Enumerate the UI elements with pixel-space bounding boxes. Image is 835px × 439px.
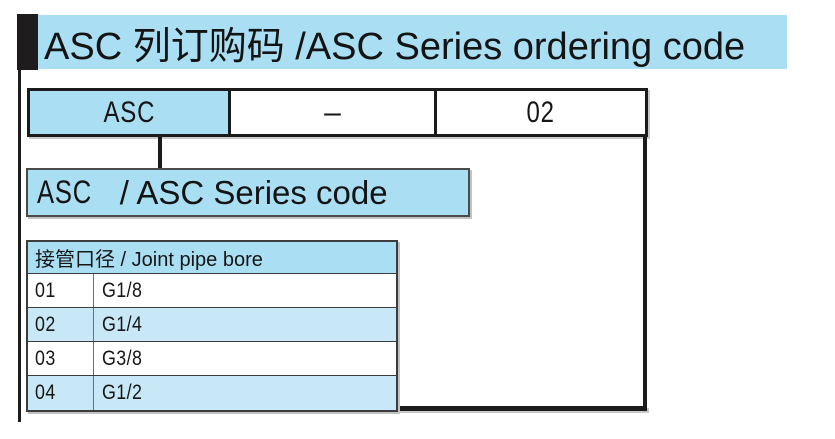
bore-value-cell: G3/8 [94,342,396,375]
code-cell-separator: – [231,91,437,134]
leader-line-series [158,137,162,169]
series-code-label: ASC / ASC Series code [26,168,470,217]
bore-value-cell: G1/8 [94,274,396,307]
section-title-band [17,15,787,69]
bore-value-text: G1/2 [102,381,143,404]
code-separator-text: – [324,95,341,129]
bore-code-cell: 01 [28,274,94,307]
code-cell-series: ASC [30,91,231,134]
code-bore-text: 02 [526,95,556,129]
joint-pipe-bore-table: 接管口径 / Joint pipe bore 01 G1/8 02 G1/4 0… [26,240,398,412]
table-row: 01 G1/8 [28,274,396,308]
bore-value-cell: G1/4 [94,308,396,341]
table-row: 04 G1/2 [28,376,396,410]
bore-code-cell: 02 [28,308,94,341]
leader-line-bore-vertical [643,137,647,411]
page-title: ASC 列订购码 /ASC Series ordering code [44,25,746,68]
bore-value-cell: G1/2 [94,376,396,410]
code-cell-bore: 02 [437,91,645,134]
table-row: 02 G1/4 [28,308,396,342]
section-marker [17,14,38,70]
table-row: 03 G3/8 [28,342,396,376]
bore-code-text: 03 [35,346,56,370]
series-code-description: / ASC Series code [119,173,388,211]
code-series-text: ASC [103,95,155,129]
bore-value-text: G1/8 [102,278,143,302]
bore-code-text: 04 [35,381,56,404]
bore-table-header: 接管口径 / Joint pipe bore [28,242,396,274]
series-code-value: ASC [37,174,93,210]
bore-value-text: G3/8 [102,346,143,370]
bore-code-cell: 03 [28,342,94,375]
left-margin-rule [18,70,21,422]
leader-line-bore-horizontal [397,406,647,411]
bore-code-text: 02 [35,312,56,336]
ordering-code-table: ASC – 02 [27,88,648,137]
bore-code-text: 01 [35,278,56,302]
bore-value-text: G1/4 [102,312,143,336]
bore-code-cell: 04 [28,376,94,410]
